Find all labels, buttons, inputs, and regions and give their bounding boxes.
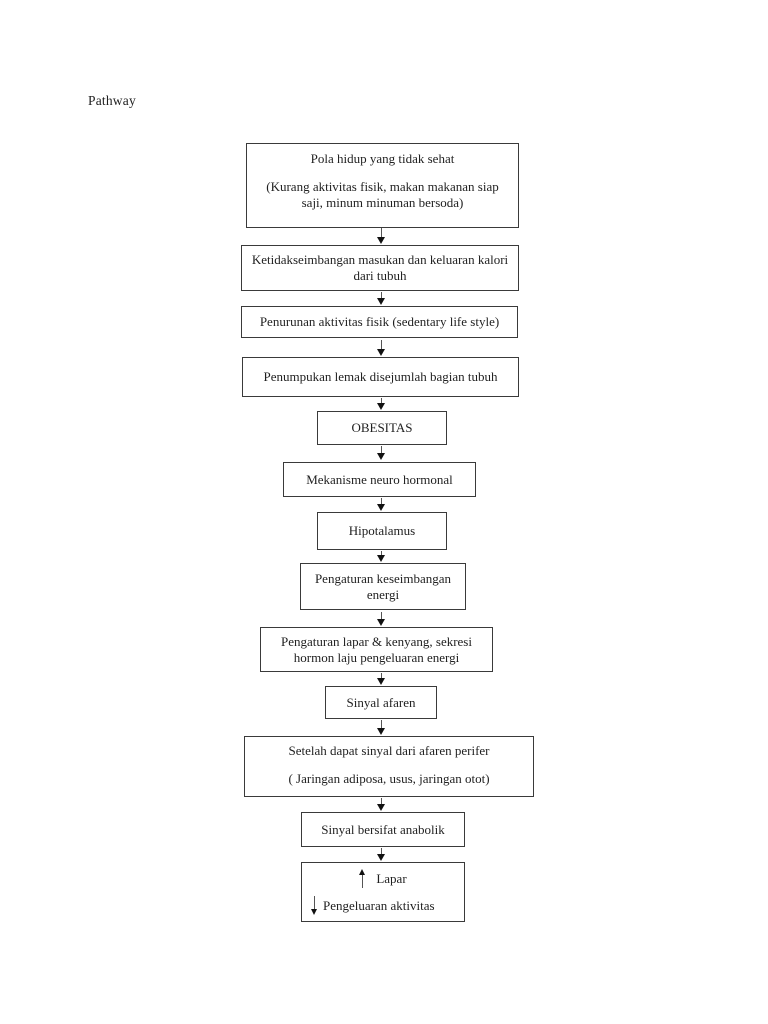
flow-node-sinyal-afaren-perifer: Setelah dapat sinyal dari afaren perifer… xyxy=(244,736,534,797)
flow-node-pengaturan-lapar-kenyang: Pengaturan lapar & kenyang, sekresi horm… xyxy=(260,627,493,672)
arrow-down-connector xyxy=(375,446,387,460)
flow-node-mekanisme-neuro-hormonal: Mekanisme neuro hormonal xyxy=(283,462,476,497)
flow-node-ketidakseimbangan-kalori: Ketidakseimbangan masukan dan keluaran k… xyxy=(241,245,519,291)
node-text: Pengeluaran aktivitas xyxy=(323,897,435,913)
flow-node-penumpukan-lemak: Penumpukan lemak disejumlah bagian tubuh xyxy=(242,357,519,397)
flow-node-pengaturan-keseimbangan-energi: Pengaturan keseimbangan energi xyxy=(300,563,466,610)
arrow-down-connector xyxy=(375,340,387,356)
node-text: OBESITAS xyxy=(351,420,413,435)
node-text: Penurunan aktivitas fisik (sedentary lif… xyxy=(259,314,500,329)
node-text: Pengaturan lapar & kenyang, sekresi horm… xyxy=(281,633,472,665)
node-text: Mekanisme neuro hormonal xyxy=(306,471,453,487)
flow-node-hipotalamus: Hipotalamus xyxy=(317,512,447,550)
arrow-down-connector xyxy=(375,228,387,244)
node-text: Sinyal afaren xyxy=(346,694,416,710)
down-arrow-icon xyxy=(311,896,317,915)
flow-node-sinyal-afaren: Sinyal afaren xyxy=(325,686,437,719)
node-text: Penumpukan lemak disejumlah bagian tubuh xyxy=(263,369,498,384)
flow-node-sinyal-anabolik: Sinyal bersifat anabolik xyxy=(301,812,465,847)
flow-node-pola-hidup-tidak-sehat: Pola hidup yang tidak sehat (Kurang akti… xyxy=(246,143,519,228)
arrow-down-connector xyxy=(375,612,387,626)
page-title: Pathway xyxy=(88,93,136,108)
node-text: ( Jaringan adiposa, usus, jaringan otot) xyxy=(288,771,490,786)
node-text: Ketidakseimbangan masukan dan keluaran k… xyxy=(251,252,509,283)
arrow-down-connector xyxy=(375,498,387,511)
node-text: Sinyal bersifat anabolik xyxy=(321,821,445,837)
flow-node-obesitas: OBESITAS xyxy=(317,411,447,445)
up-arrow-icon xyxy=(359,869,366,888)
arrow-down-connector xyxy=(375,720,387,735)
arrow-down-connector xyxy=(375,292,387,305)
arrow-down-connector xyxy=(375,551,387,562)
node-text: Lapar xyxy=(376,870,407,886)
arrow-down-connector xyxy=(375,848,387,861)
flow-node-penurunan-aktivitas-fisik: Penurunan aktivitas fisik (sedentary lif… xyxy=(241,306,518,338)
node-text: Pola hidup yang tidak sehat xyxy=(310,151,455,166)
node-text: Setelah dapat sinyal dari afaren perifer xyxy=(288,743,490,758)
arrow-down-connector xyxy=(375,398,387,410)
arrow-down-connector xyxy=(375,673,387,685)
node-text: Pengaturan keseimbangan energi xyxy=(314,570,452,602)
arrow-down-connector xyxy=(375,798,387,811)
node-text: (Kurang aktivitas fisik, makan makanan s… xyxy=(266,179,499,210)
node-text: Hipotalamus xyxy=(348,523,416,538)
flow-node-lapar-pengeluaran-aktivitas: Lapar Pengeluaran aktivitas xyxy=(301,862,465,922)
